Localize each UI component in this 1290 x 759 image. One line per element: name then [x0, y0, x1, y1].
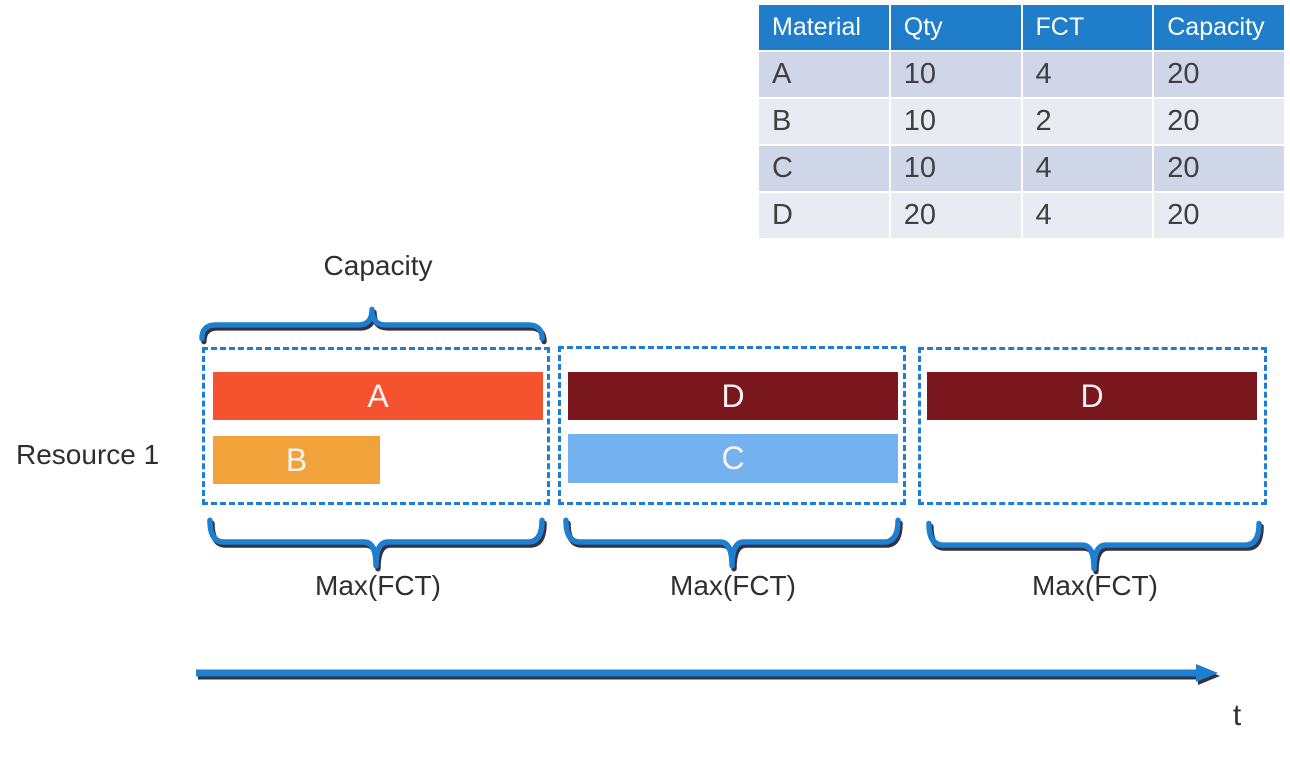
table-header-qty: Qty — [890, 5, 1021, 50]
cell-d-capacity: 20 — [1154, 193, 1284, 238]
cell-c-fct: 4 — [1022, 146, 1153, 191]
capacity-bucket-1: A B — [202, 347, 550, 505]
bar-d-bucket2: D — [568, 372, 898, 420]
table-header-capacity: Capacity — [1154, 5, 1284, 50]
bar-b: B — [213, 436, 380, 484]
cell-b-qty: 10 — [890, 99, 1021, 144]
bar-c-label: C — [721, 440, 745, 476]
cell-a-material: A — [759, 52, 889, 97]
capacity-bucket-3: D — [918, 347, 1267, 505]
resource-label: Resource 1 — [16, 439, 160, 470]
bar-d-bucket3: D — [927, 372, 1257, 420]
cell-c-qty: 10 — [890, 146, 1021, 191]
capacity-brace — [199, 306, 545, 342]
table-header-fct: FCT — [1022, 5, 1153, 50]
max-fct-brace-1 — [207, 517, 545, 569]
bar-a-label: A — [367, 377, 389, 414]
table-header-material: Material — [759, 5, 889, 50]
cell-c-capacity: 20 — [1154, 146, 1284, 191]
cell-a-fct: 4 — [1022, 52, 1153, 97]
cell-a-capacity: 20 — [1154, 52, 1284, 97]
max-fct-brace-3 — [926, 520, 1262, 572]
bar-b-label: B — [285, 441, 308, 478]
cell-a-qty: 10 — [890, 52, 1021, 97]
material-table: Material Qty FCT Capacity A 10 4 20 B 10… — [757, 3, 1286, 240]
cell-c-material: C — [759, 146, 889, 191]
time-axis-label: t — [1232, 699, 1242, 732]
cell-b-fct: 2 — [1022, 99, 1153, 144]
cell-d-material: D — [759, 193, 889, 238]
bar-a: A — [213, 372, 543, 420]
bar-d-label: D — [721, 377, 745, 414]
max-fct-label-3: Max(FCT) — [1032, 570, 1158, 601]
capacity-bucket-2: D C — [558, 346, 906, 505]
max-fct-label-2: Max(FCT) — [670, 570, 796, 601]
bar-d-label: D — [1080, 377, 1104, 414]
bar-c: C — [568, 434, 898, 483]
cell-b-capacity: 20 — [1154, 99, 1284, 144]
cell-d-qty: 20 — [890, 193, 1021, 238]
max-fct-brace-2 — [563, 517, 901, 569]
cell-d-fct: 4 — [1022, 193, 1153, 238]
capacity-label: Capacity — [323, 250, 433, 281]
time-axis-arrow — [196, 664, 1218, 682]
max-fct-label-1: Max(FCT) — [315, 570, 441, 601]
cell-b-material: B — [759, 99, 889, 144]
